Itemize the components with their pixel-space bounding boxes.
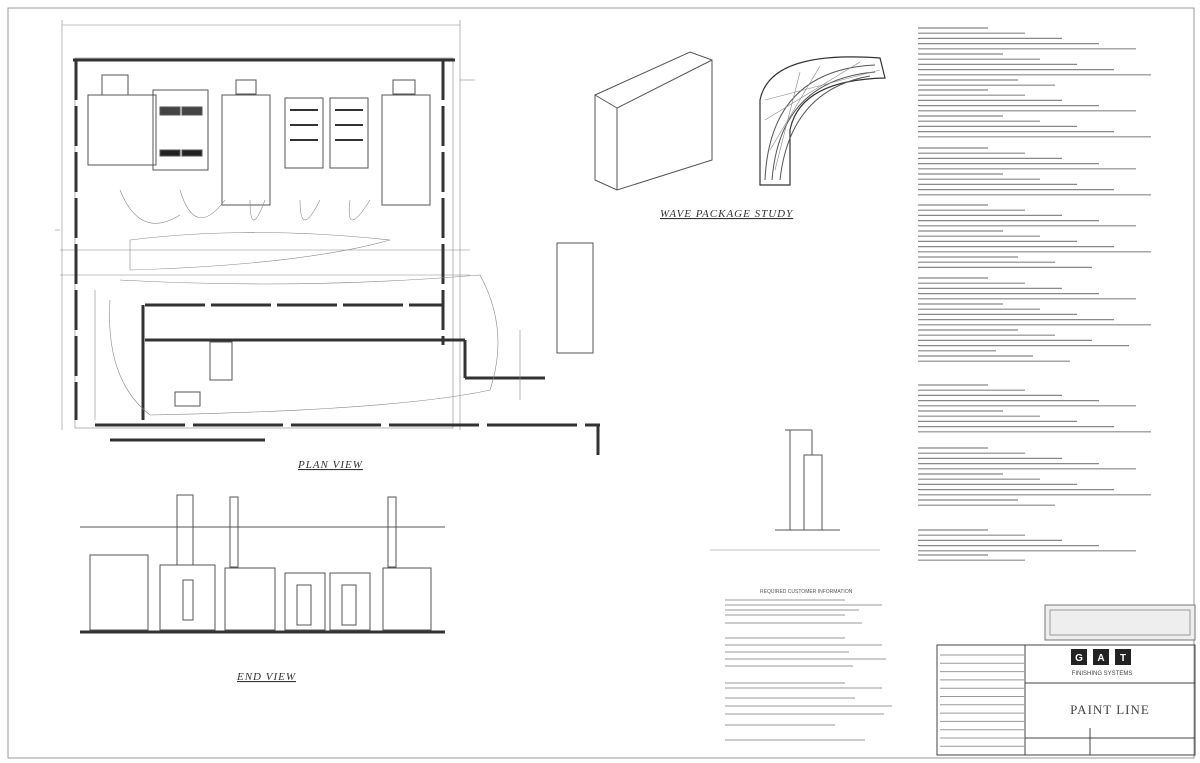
- company-logo: G A T: [1071, 649, 1131, 665]
- svg-text:T: T: [1120, 653, 1126, 664]
- note-box: [1044, 604, 1196, 641]
- end-view: END VIEW: [80, 494, 445, 683]
- sheet-border: [7, 7, 1195, 759]
- svg-text:G: G: [1075, 653, 1083, 664]
- wave-package-label: WAVE PACKAGE STUDY: [660, 208, 794, 220]
- customer-info-heading: REQUIRED CUSTOMER INFORMATION: [760, 589, 853, 595]
- plan-view-label: PLAN VIEW: [297, 459, 363, 471]
- customer-information: REQUIRED CUSTOMER INFORMATION: [725, 589, 892, 741]
- project-title: PAINT LINE: [1070, 702, 1150, 717]
- title-block: G A T FINISHING SYSTEMS PAINT LINE: [936, 604, 1196, 756]
- svg-text:A: A: [1097, 653, 1104, 664]
- plan-view: PLAN VIEW: [55, 20, 600, 471]
- end-view-label: END VIEW: [236, 671, 296, 683]
- general-notes: [918, 27, 1151, 561]
- company-name: FINISHING SYSTEMS: [1072, 671, 1133, 677]
- detail-elevation: [710, 429, 880, 551]
- wave-package-study: WAVE PACKAGE STUDY: [594, 51, 886, 220]
